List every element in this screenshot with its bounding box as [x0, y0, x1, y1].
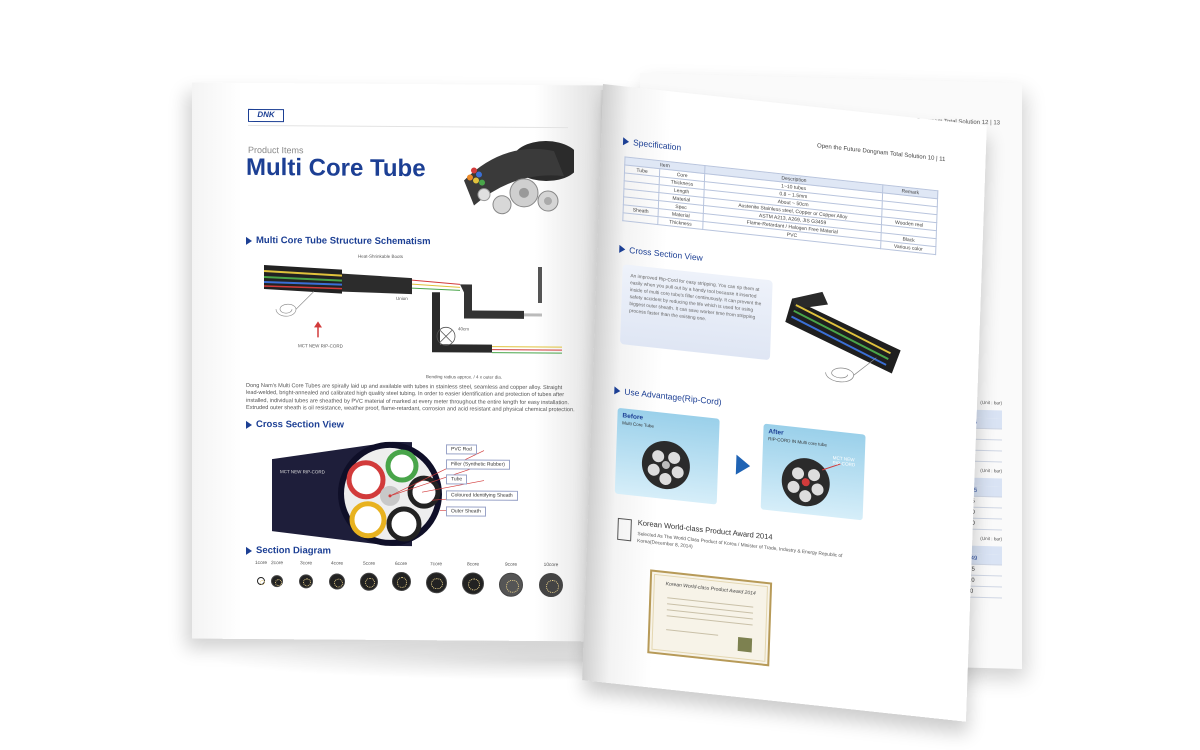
core-item: 10core: [536, 562, 566, 598]
core-label: 8core: [467, 562, 479, 568]
cross-section-diagram: MCT NEW RIP-CORD PVC Rod Filler (Synthet…: [272, 439, 522, 549]
arrow-right-icon: [735, 454, 751, 477]
callout-tube: Tube: [446, 474, 468, 485]
specification-heading: Specification: [622, 136, 682, 153]
bullet-triangle-icon: [246, 236, 252, 245]
core-section-icon: [425, 572, 447, 594]
award-certificate: Korean World-class Product Award 2014: [647, 569, 773, 667]
core-label: 5core: [363, 561, 375, 567]
core-diagram-row: 1core 2core 3core 4core 5core 6core: [246, 561, 576, 619]
core-label: 2core: [271, 561, 283, 567]
core-item: 2core: [262, 561, 292, 588]
section-diagram-heading: Section Diagram: [246, 545, 331, 557]
core-section-icon: [271, 575, 283, 588]
specification-table: Item Description Remark Tube Core 1~10 t…: [622, 156, 938, 255]
bullet-triangle-icon: [619, 244, 626, 254]
front-page-header: Open the Future Dongnam Total Solution 1…: [816, 143, 946, 164]
advantage-heading-text: Use Advantage(Rip-Cord): [624, 386, 722, 408]
specification-heading-text: Specification: [632, 137, 682, 153]
core-section-icon: [462, 572, 484, 595]
schematic-heading: Multi Core Tube Structure Schematism: [246, 235, 431, 247]
core-label: 10core: [543, 562, 559, 569]
callout-outer-sheath: Outer Sheath: [446, 506, 486, 517]
after-tube-icon: [781, 458, 841, 507]
bullet-triangle-icon: [614, 386, 621, 396]
front-cross-section-heading-text: Cross Section View: [629, 244, 703, 263]
bullet-triangle-icon: [246, 546, 252, 555]
core-section-icon: [299, 574, 313, 589]
page-title: Multi Core Tube: [246, 153, 426, 183]
label-bending-radius: Bending radius approx. / 4 x outer dia.: [426, 374, 503, 380]
section-diagram-heading-text: Section Diagram: [256, 544, 331, 557]
label-40cm: 40cm: [458, 326, 470, 332]
cross-section-heading-text: Cross Section View: [256, 418, 344, 431]
front-cross-section-heading: Cross Section View: [619, 244, 703, 263]
rip-cord-description: An improved Rip-Cord for easy stripping.…: [619, 264, 773, 361]
structure-schematic: Heat-Shrinkable Boots Union 40cm MCT NEW…: [262, 253, 562, 383]
cross-section-illustration: [272, 441, 485, 547]
core-item: 7core: [421, 562, 451, 594]
label-heat-shrinkable-boots: Heat-Shrinkable Boots: [358, 253, 404, 260]
core-item: 8core: [458, 562, 488, 595]
core-section-icon: [329, 573, 345, 590]
core-item: 4core: [322, 561, 352, 590]
rip-cord-tube-photo: [785, 291, 901, 383]
label-mct-rip-cord-text: MCT NEW RIP-CORD: [298, 343, 343, 349]
award-logo-icon: [617, 517, 632, 542]
core-item: 9core: [496, 563, 526, 597]
core-label: 9core: [505, 562, 517, 568]
core-section-icon: [391, 571, 411, 592]
before-photo: Before Multi Core Tube: [614, 407, 720, 505]
left-page: DNK Product Items Multi Core Tube Multi …: [192, 82, 610, 642]
core-section-icon: [539, 572, 563, 598]
core-label: 4core: [331, 561, 343, 567]
multi-core-tube-photo: [464, 141, 574, 215]
certificate-title: Korean World-class Product Award 2014: [665, 581, 756, 597]
front-right-page: Open the Future Dongnam Total Solution 1…: [582, 84, 987, 722]
core-item: 5core: [354, 562, 384, 591]
bullet-triangle-icon: [246, 420, 252, 429]
company-logo: DNK: [248, 108, 284, 123]
core-label: 7core: [430, 562, 442, 568]
core-label: 6core: [395, 561, 407, 568]
callout-pvc-rod: PVC Rod: [446, 444, 477, 455]
rip-cord-label: MCT NEW RIP-CORD: [280, 469, 325, 475]
certificate-signature-line: [666, 629, 719, 636]
header-rule: [248, 124, 568, 129]
core-label: 3core: [300, 561, 312, 567]
schematic-heading-text: Multi Core Tube Structure Schematism: [256, 234, 431, 248]
product-description: Dong Nam's Multi Core Tubes are spirally…: [246, 382, 575, 414]
label-union: Union: [396, 295, 408, 302]
core-section-icon: [499, 572, 523, 597]
cross-section-heading: Cross Section View: [246, 419, 344, 431]
label-mct-rip-cord: MCT NEW RIP-CORD: [298, 343, 343, 348]
certificate-text-line: [667, 597, 754, 608]
core-item: 3core: [291, 561, 321, 589]
before-tube-icon: [641, 440, 690, 490]
callout-coloured-sheath: Coloured Identifying Sheath: [446, 490, 518, 501]
bullet-triangle-icon: [622, 137, 630, 146]
advantage-heading: Use Advantage(Rip-Cord): [614, 385, 722, 407]
core-item: 6core: [386, 561, 416, 592]
after-photo: After RIP-CORD IN Multi core tube MCT NE…: [760, 423, 866, 521]
callout-filler: Filler (Synthetic Rubber): [446, 459, 510, 470]
schematic-diagram: [263, 265, 562, 354]
certificate-seal-icon: [737, 636, 753, 653]
core-section-icon: [360, 572, 378, 591]
